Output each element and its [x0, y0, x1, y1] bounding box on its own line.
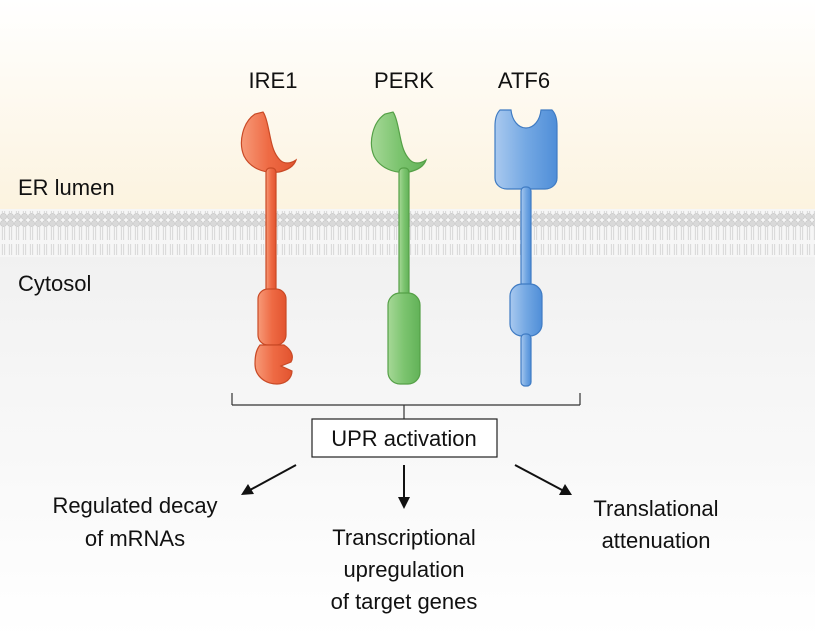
perk-kinase-domain: [387, 292, 421, 385]
ire1-kinase-domain: [257, 288, 287, 346]
ire1-protein: [240, 111, 298, 385]
ire1-label: IRE1: [249, 68, 298, 93]
arrow-left: [249, 464, 297, 491]
arrowhead-down: [398, 497, 410, 509]
perk-label: PERK: [374, 68, 434, 93]
outcome-arrows: [241, 464, 572, 509]
perk-transmembrane-stem: [398, 167, 410, 299]
outcome-translational: Translational attenuation: [593, 496, 718, 553]
outcome-mrna-decay: Regulated decay of mRNAs: [52, 493, 217, 551]
upr-activation-label: UPR activation: [331, 426, 477, 451]
atf6-luminal-domain: [494, 109, 558, 190]
atf6-cytosolic-domain: [509, 283, 543, 337]
ire1-rnase-domain: [254, 344, 293, 385]
upr-activation-box: [311, 418, 498, 458]
outcome-transcriptional-line1: Transcriptional: [332, 525, 475, 550]
ire1-luminal-domain: [240, 111, 298, 173]
outcome-translational-line2: attenuation: [602, 528, 711, 553]
atf6-label: ATF6: [498, 68, 550, 93]
ire1-transmembrane-stem: [265, 167, 277, 295]
er-lumen-label: ER lumen: [18, 175, 115, 200]
atf6-cytosolic-tail: [520, 333, 532, 387]
perk-luminal-domain: [370, 111, 428, 173]
outcome-mrna-decay-line1: Regulated decay: [52, 493, 217, 518]
arrowhead-right: [559, 484, 572, 495]
outcome-mrna-decay-line2: of mRNAs: [85, 526, 185, 551]
atf6-protein: [494, 109, 558, 387]
perk-protein: [370, 111, 428, 385]
arrowhead-left: [241, 484, 254, 495]
outcome-translational-line1: Translational: [593, 496, 718, 521]
outcome-transcriptional-line3: of target genes: [331, 589, 478, 614]
convergence-bracket: [231, 393, 581, 419]
outcome-transcriptional-line2: upregulation: [343, 557, 464, 582]
atf6-transmembrane-stem: [520, 186, 532, 288]
arrow-right: [514, 464, 563, 491]
outcome-transcriptional: Transcriptional upregulation of target g…: [331, 525, 478, 614]
cytosol-label: Cytosol: [18, 271, 91, 296]
